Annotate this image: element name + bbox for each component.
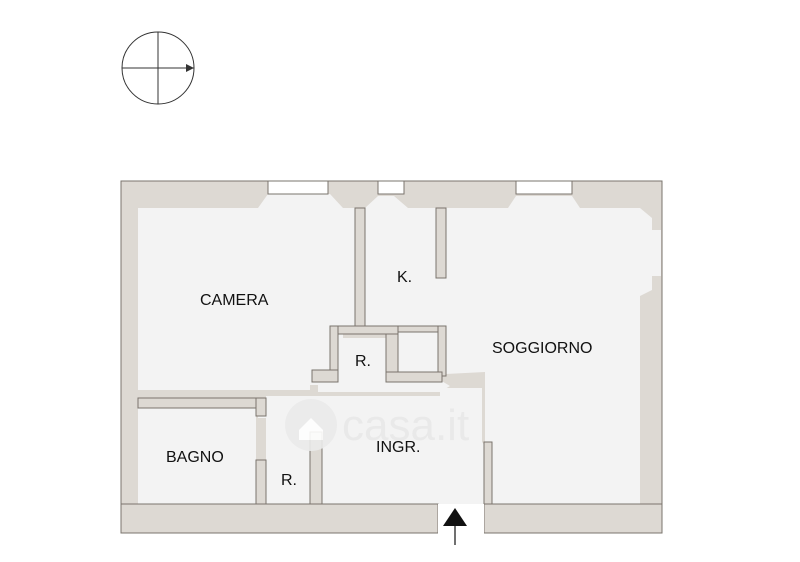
room-label-closet-upper: R. bbox=[355, 353, 371, 370]
windows bbox=[267, 180, 573, 195]
room-label-closet-lower: R. bbox=[281, 472, 297, 489]
room-floors bbox=[138, 194, 661, 532]
room-label-bagno: BAGNO bbox=[166, 449, 224, 466]
compass-icon bbox=[121, 31, 195, 105]
room-label-ingresso: INGR. bbox=[376, 439, 420, 456]
room-label-soggiorno: SOGGIORNO bbox=[492, 340, 592, 357]
camera-floor bbox=[138, 194, 355, 390]
entrance-arrow-icon bbox=[443, 508, 467, 545]
kitchen-floor bbox=[365, 196, 661, 504]
closet-upper-floor bbox=[318, 338, 450, 392]
watermark-text: casa.it bbox=[342, 401, 469, 450]
watermark: casa.it bbox=[285, 399, 469, 451]
interior-walls bbox=[120, 207, 663, 534]
bathroom-floor bbox=[138, 408, 256, 504]
room-label-kitchen: K. bbox=[397, 269, 412, 286]
room-label-camera: CAMERA bbox=[200, 292, 269, 309]
